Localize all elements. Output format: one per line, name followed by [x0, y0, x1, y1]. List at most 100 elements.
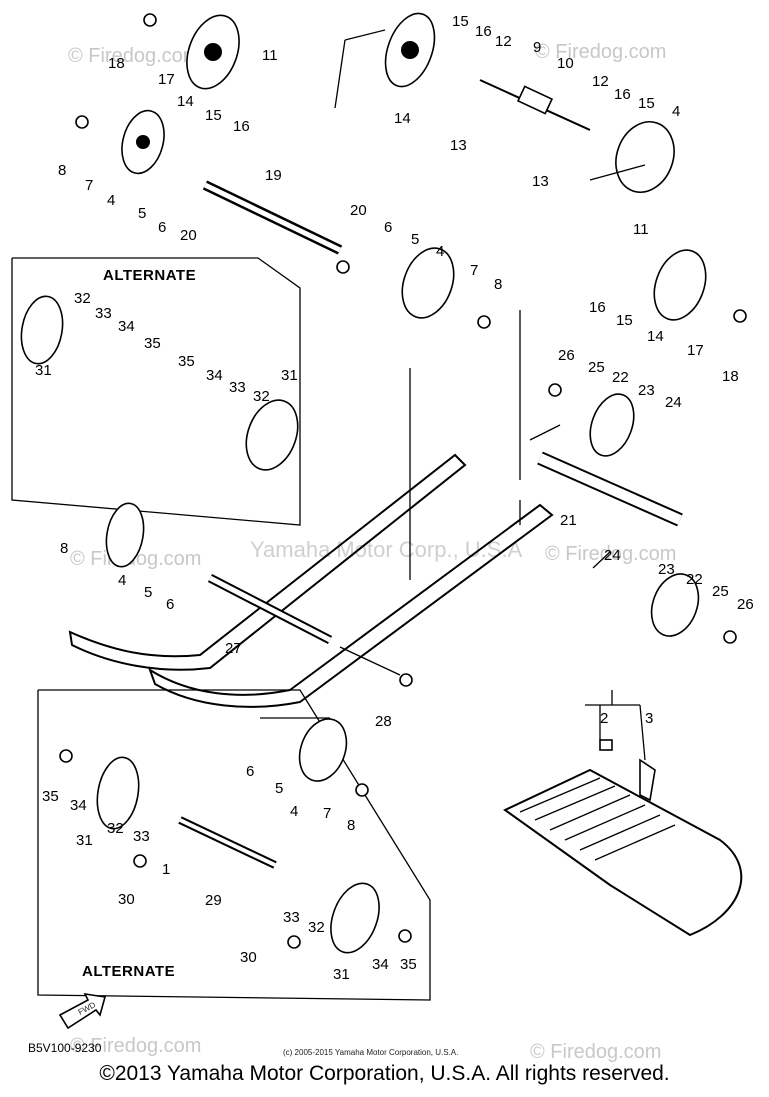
callout-5: 5 [275, 780, 283, 797]
callout-7: 7 [85, 177, 93, 194]
callout-26: 26 [737, 596, 754, 613]
callout-16: 16 [233, 118, 250, 135]
callout-15: 15 [452, 13, 469, 30]
callout-6: 6 [246, 763, 254, 780]
leader-lines [260, 29, 646, 761]
callout-17: 17 [687, 342, 704, 359]
callout-32: 32 [308, 919, 325, 936]
callout-8: 8 [494, 276, 502, 293]
alternate-top-title: ALTERNATE [103, 267, 196, 284]
callout-5: 5 [138, 205, 146, 222]
callout-30: 30 [118, 891, 135, 908]
watermark-bottom-right: © Firedog.com [530, 1041, 661, 1063]
callout-15: 15 [205, 107, 222, 124]
callout-32: 32 [107, 820, 124, 837]
callout-20: 20 [350, 202, 367, 219]
callout-27: 27 [225, 640, 242, 657]
callout-29: 29 [205, 892, 222, 909]
callout-31: 31 [35, 362, 52, 379]
callout-12: 12 [495, 33, 512, 50]
callout-30: 30 [240, 949, 257, 966]
callout-11: 11 [633, 221, 649, 238]
callout-16: 16 [475, 23, 492, 40]
callout-31: 31 [333, 966, 350, 983]
watermarks: © Firedog.com © Firedog.com © Firedog.co… [68, 41, 676, 1063]
callout-12: 12 [592, 73, 609, 90]
callout-33: 33 [133, 828, 150, 845]
callout-24: 24 [665, 394, 682, 411]
watermark-yamaha: Yamaha Motor Corp., U.S.A [250, 537, 523, 562]
callout-11: 11 [262, 47, 278, 64]
fwd-arrow-icon: FWD [58, 992, 107, 1030]
callout-32: 32 [74, 290, 91, 307]
callout-18: 18 [108, 55, 125, 72]
callout-26: 26 [558, 347, 575, 364]
small-copyright: (c) 2005-2015 Yamaha Motor Corporation, … [283, 1048, 458, 1057]
callout-4: 4 [672, 103, 680, 120]
callout-34: 34 [70, 797, 87, 814]
callout-33: 33 [283, 909, 300, 926]
callout-23: 23 [638, 382, 655, 399]
watermark-top-left: © Firedog.com [68, 45, 199, 67]
callout-35: 35 [42, 788, 59, 805]
callout-23: 23 [658, 561, 675, 578]
callout-13: 13 [532, 173, 549, 190]
callout-21: 21 [560, 512, 577, 529]
alternate-panel-top: ALTERNATE [11, 257, 301, 526]
callout-28: 28 [375, 713, 392, 730]
callout-32: 32 [253, 388, 270, 405]
watermark-top-right: © Firedog.com [535, 41, 666, 63]
callout-4: 4 [107, 192, 115, 209]
callout-24: 24 [604, 547, 621, 564]
callout-14: 14 [647, 328, 664, 345]
callout-3: 3 [645, 710, 653, 727]
watermark-bottom-left: © Firedog.com [70, 1035, 201, 1057]
callout-2: 2 [600, 710, 608, 727]
watermark-mid-right: © Firedog.com [545, 543, 676, 565]
callout-34: 34 [372, 956, 389, 973]
callout-35: 35 [400, 956, 417, 973]
diagram-code: B5V100-9230 [28, 1041, 102, 1055]
callout-10: 10 [557, 55, 574, 72]
callout-7: 7 [323, 805, 331, 822]
callout-22: 22 [686, 571, 703, 588]
callout-14: 14 [394, 110, 411, 127]
callout-17: 17 [158, 71, 175, 88]
callout-1: 1 [162, 861, 170, 878]
callout-6: 6 [166, 596, 174, 613]
callout-4: 4 [436, 243, 444, 260]
callout-20: 20 [180, 227, 197, 244]
callout-8: 8 [58, 162, 66, 179]
callout-18: 18 [722, 368, 739, 385]
alternate-bottom-title: ALTERNATE [82, 963, 175, 980]
callout-4: 4 [290, 803, 298, 820]
callout-9: 9 [533, 39, 541, 56]
callout-4: 4 [118, 572, 126, 589]
callout-8: 8 [347, 817, 355, 834]
callout-31: 31 [281, 367, 298, 384]
callout-33: 33 [229, 379, 246, 396]
callout-15: 15 [616, 312, 633, 329]
callout-7: 7 [470, 262, 478, 279]
callout-33: 33 [95, 305, 112, 322]
callout-6: 6 [384, 219, 392, 236]
callout-6: 6 [158, 219, 166, 236]
callouts: 18 17 14 15 16 11 14 15 16 12 9 10 13 13… [35, 13, 754, 983]
callout-19: 19 [265, 167, 282, 184]
slide-rails [68, 310, 554, 708]
parts [20, 12, 747, 954]
callout-25: 25 [712, 583, 729, 600]
callout-34: 34 [206, 367, 223, 384]
callout-14: 14 [177, 93, 194, 110]
callout-35: 35 [178, 353, 195, 370]
callout-8: 8 [60, 540, 68, 557]
callout-5: 5 [411, 231, 419, 248]
callout-31: 31 [76, 832, 93, 849]
callout-15: 15 [638, 95, 655, 112]
alternate-panel-bottom: ALTERNATE [37, 689, 431, 1001]
callout-16: 16 [614, 86, 631, 103]
track-assembly [503, 739, 743, 937]
callout-35: 35 [144, 335, 161, 352]
footer-copyright: ©2013 Yamaha Motor Corporation, U.S.A. A… [99, 1062, 670, 1085]
